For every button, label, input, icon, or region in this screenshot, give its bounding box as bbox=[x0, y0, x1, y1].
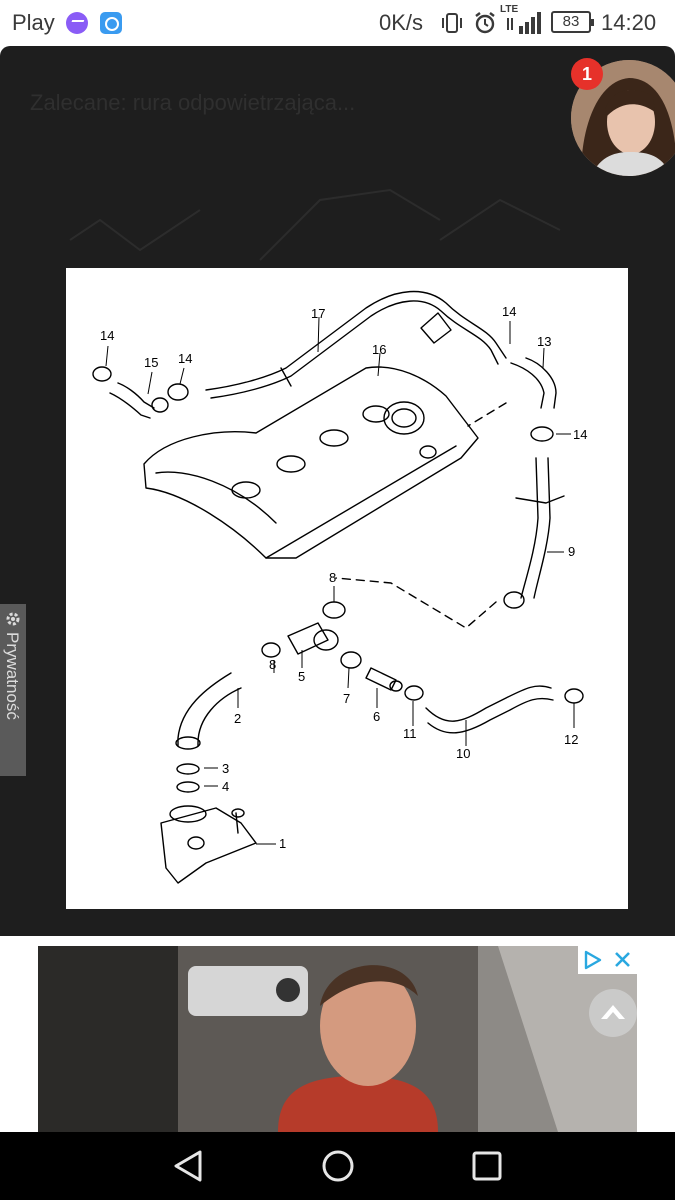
valve-cover bbox=[143, 366, 479, 559]
breather-pipe-upper bbox=[205, 290, 507, 391]
recent-apps-icon[interactable] bbox=[467, 1148, 507, 1184]
chat-head[interactable]: 1 bbox=[571, 58, 675, 176]
label-14d: 14 bbox=[573, 427, 587, 442]
label-15: 15 bbox=[144, 355, 158, 370]
flange-1 bbox=[160, 807, 257, 884]
label-17: 17 bbox=[311, 306, 325, 321]
network-speed: 0K/s bbox=[379, 10, 424, 35]
alarm-icon bbox=[475, 12, 495, 34]
valve-6 bbox=[365, 667, 397, 691]
label-9: 9 bbox=[568, 544, 575, 559]
label-7: 7 bbox=[343, 691, 350, 706]
label-12: 12 bbox=[564, 732, 578, 747]
label-13: 13 bbox=[537, 334, 551, 349]
scroll-up-icon[interactable] bbox=[589, 989, 637, 1037]
carrier-label: Play bbox=[12, 10, 55, 35]
label-5: 5 bbox=[298, 669, 305, 684]
elbow-15 bbox=[117, 382, 155, 409]
label-4: 4 bbox=[222, 779, 229, 794]
gear-icon bbox=[6, 612, 20, 626]
navigation-bar bbox=[0, 1132, 675, 1200]
label-3: 3 bbox=[222, 761, 229, 776]
label-2: 2 bbox=[234, 711, 241, 726]
privacy-tab[interactable]: Prywatność bbox=[0, 604, 26, 776]
label-14b: 14 bbox=[178, 351, 192, 366]
unread-badge: 1 bbox=[571, 58, 603, 90]
close-icon[interactable] bbox=[608, 946, 637, 974]
hose-2 bbox=[177, 672, 232, 747]
label-8a: 8 bbox=[329, 570, 336, 585]
background-sketch bbox=[69, 188, 561, 261]
home-icon[interactable] bbox=[318, 1148, 358, 1184]
label-14a: 14 bbox=[100, 328, 114, 343]
battery-icon: 83 bbox=[551, 11, 594, 33]
signal-icon bbox=[507, 12, 541, 34]
label-10: 10 bbox=[456, 746, 470, 761]
privacy-label: Prywatność bbox=[3, 632, 22, 720]
back-icon[interactable] bbox=[168, 1148, 208, 1184]
hose-10 bbox=[425, 685, 552, 722]
app-icon bbox=[100, 12, 122, 34]
ad-choices-icon[interactable] bbox=[578, 946, 608, 974]
background-title: Zalecane: rura odpowietrzająca... bbox=[30, 90, 356, 115]
status-bar: Play 0K/s LTE 83 14:20 bbox=[0, 0, 675, 46]
ad-banner[interactable] bbox=[38, 946, 637, 1132]
label-1: 1 bbox=[279, 836, 286, 851]
label-11: 11 bbox=[403, 726, 417, 741]
label-6: 6 bbox=[373, 709, 380, 724]
pipe-9 bbox=[520, 457, 539, 599]
clock: 14:20 bbox=[601, 10, 657, 35]
label-14c: 14 bbox=[502, 304, 516, 319]
vibrate-icon bbox=[442, 13, 462, 33]
lte-label: LTE bbox=[500, 4, 519, 15]
tee-5 bbox=[287, 622, 329, 655]
parts-diagram[interactable]: 1 2 3 4 5 6 7 8 8 9 10 11 12 13 14 14 14… bbox=[66, 268, 628, 909]
label-16: 16 bbox=[372, 342, 386, 357]
messenger-icon bbox=[66, 12, 88, 34]
label-8b: 8 bbox=[269, 657, 276, 672]
